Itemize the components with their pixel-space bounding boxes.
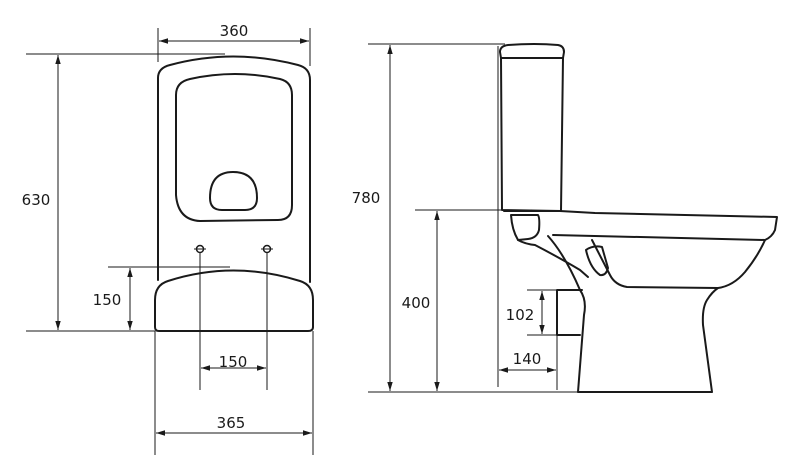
- dim-base-width: 365: [217, 414, 246, 432]
- flush-pipe-outline: [517, 239, 589, 278]
- seat-outline: [503, 210, 778, 241]
- dim-outlet-height: 102: [506, 306, 535, 324]
- side-view: 780 400 102 140: [352, 43, 778, 393]
- bolt-hole-right-icon: [261, 244, 273, 254]
- dim-top-width: 360: [220, 22, 249, 40]
- rim-jet-outline: [585, 245, 609, 277]
- lid-panel-outline: [175, 73, 293, 222]
- front-view: 360 630 150 150 365: [22, 22, 314, 455]
- bolt-hole-left-icon: [194, 244, 206, 254]
- dim-height: 630: [22, 191, 51, 209]
- outlet-outline: [556, 289, 583, 336]
- dim-total-height: 780: [352, 189, 381, 207]
- cistern-body-outline: [500, 57, 564, 212]
- dim-seat-height: 400: [402, 294, 431, 312]
- cistern-lid-outline: [499, 43, 565, 59]
- bowl-outline: [591, 239, 766, 289]
- pedestal-outline: [577, 287, 719, 393]
- tank-body-outline: [157, 55, 311, 283]
- cistern-connector-outline: [510, 214, 541, 241]
- bowl-opening-outline: [209, 171, 258, 211]
- base-outline: [154, 269, 314, 332]
- trapway-outline: [547, 235, 586, 393]
- dim-bolt-height: 150: [93, 291, 122, 309]
- dim-bolt-spacing: 150: [219, 353, 248, 371]
- dim-outlet-offset: 140: [513, 350, 542, 368]
